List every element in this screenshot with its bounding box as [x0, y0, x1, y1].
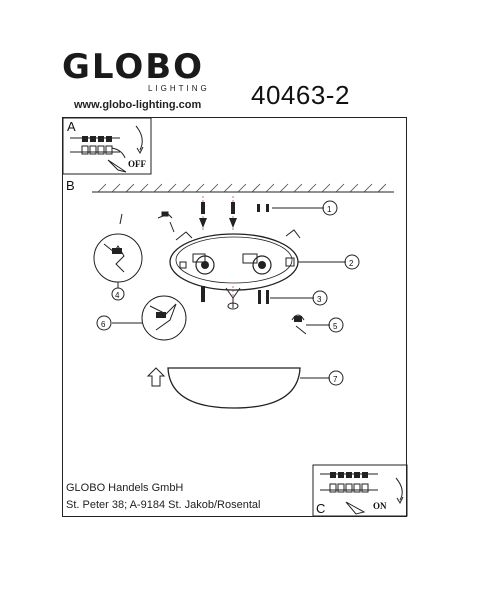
instruction-frame: [62, 117, 407, 517]
section-c-label: C: [316, 501, 325, 516]
website-link[interactable]: www.globo-lighting.com: [74, 99, 202, 111]
section-b-label: B: [66, 178, 75, 193]
glass-shade: 7: [167, 367, 344, 409]
bulb-socket-right-icon: [252, 255, 272, 275]
callout-2: 2: [349, 259, 354, 268]
arrow-up-icon: [146, 367, 166, 387]
ceiling-line: [92, 183, 394, 193]
section-c-panel: C ON: [312, 464, 408, 517]
screw-left-icon: [157, 211, 175, 233]
section-a-label: A: [67, 119, 76, 134]
callout-4: 4: [115, 291, 120, 300]
company-name: GLOBO Handels GmbH: [66, 482, 184, 494]
callout-1: 1: [327, 205, 332, 214]
alignment-guides: [202, 196, 234, 302]
callout-7: 7: [333, 375, 338, 384]
switch-off-label: OFF: [128, 159, 146, 169]
terminal-block-icon: [70, 136, 126, 159]
brand-logo-subtitle: LIGHTING: [148, 84, 210, 93]
switch-on-label: ON: [373, 501, 387, 511]
callout-markers: [270, 200, 360, 306]
clip-detail: 6: [96, 295, 187, 341]
callout-3: 3: [317, 295, 322, 304]
wall-switch-off-icon: OFF: [107, 125, 146, 173]
base-plate: [169, 229, 301, 291]
company-address: St. Peter 38; A-9184 St. Jakob/Rosental: [66, 499, 261, 511]
wall-switch-on-icon: ON: [345, 477, 404, 515]
wiring-detail: 4: [93, 213, 143, 301]
brand-logo: GLOBO: [62, 47, 205, 87]
mounting-screws-icon: [201, 286, 269, 310]
terminal-block-on-icon: [320, 472, 378, 493]
section-a-panel: A OFF: [62, 117, 152, 175]
model-number: 40463-2: [251, 80, 350, 110]
screw-anchor-icon: [199, 202, 269, 228]
callout-6: 6: [101, 320, 106, 329]
cable-tie-icon: 5: [291, 314, 344, 335]
callout-5: 5: [333, 322, 338, 331]
